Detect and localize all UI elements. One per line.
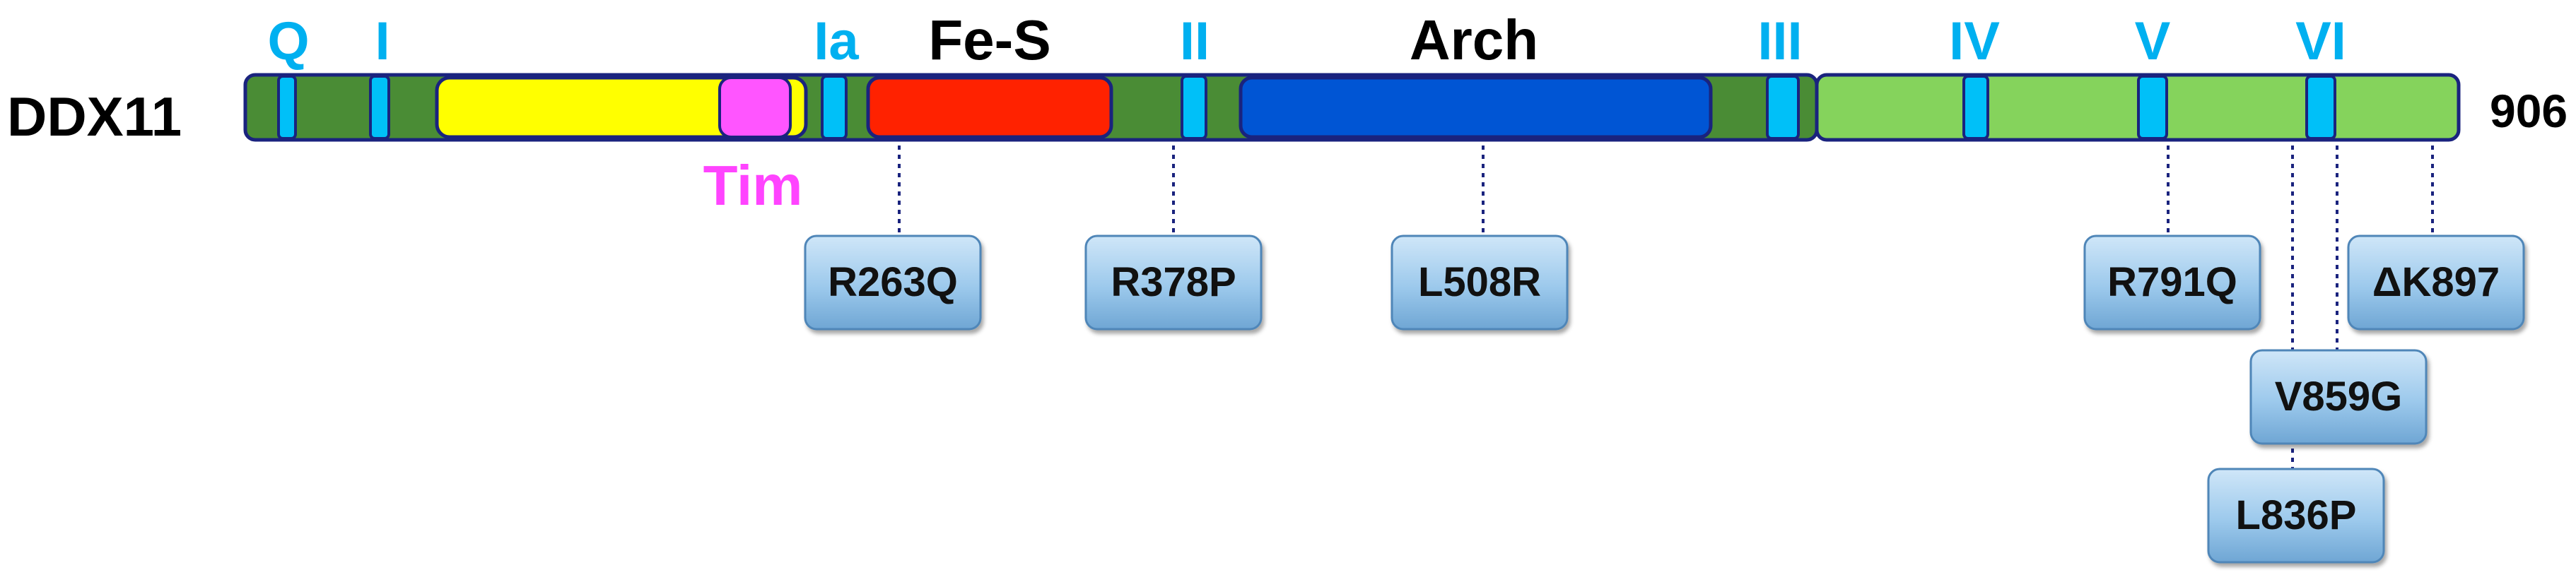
mutation-l508r: L508R [1391, 234, 1569, 331]
motif-ia-box [821, 75, 848, 140]
motif-label-i: I [375, 11, 390, 71]
fe-s-domain-box [866, 76, 1113, 139]
protein-name: DDX11 [7, 85, 182, 148]
tim-domain-box [718, 76, 792, 138]
arch-domain-box [1239, 76, 1713, 139]
mutation-box [804, 234, 982, 331]
mutation-box [1391, 234, 1569, 331]
arch-label: Arch [1410, 8, 1538, 71]
motif-label-q: Q [267, 11, 309, 71]
fe-s-label: Fe-S [928, 8, 1050, 71]
mutation-label: V859G [2275, 374, 2403, 420]
protein-length: 906 [2490, 85, 2568, 137]
mutation-dk897: ΔK897 [2347, 234, 2525, 331]
motif-iii-box [1766, 75, 1800, 140]
motif-label-iii: III [1757, 11, 1802, 71]
mutation-label: R263Q [828, 259, 958, 305]
mutation-v859g: V859G [2249, 349, 2428, 445]
motif-label-ia: Ia [814, 11, 859, 71]
motif-label-v: V [2135, 11, 2171, 71]
motif-q-box [277, 75, 297, 140]
motif-v-box [2137, 75, 2168, 140]
tim-label: Tim [703, 154, 803, 217]
motif-label-ii: II [1180, 11, 1210, 71]
mutation-label: L508R [1418, 259, 1541, 305]
mutation-box [2083, 234, 2261, 331]
mutation-r378p: R378P [1084, 234, 1263, 331]
motif-iv-box [1962, 75, 1989, 140]
mutation-box [2347, 234, 2525, 331]
motif-i-box [369, 75, 390, 140]
mutation-label: R378P [1111, 259, 1236, 305]
mutation-label: R791Q [2107, 259, 2237, 305]
mutation-l836p: L836P [2207, 468, 2385, 564]
mutation-box [1084, 234, 1263, 331]
mutation-box [2207, 468, 2385, 564]
motif-ii-box [1181, 75, 1207, 140]
mutation-r263q: R263Q [804, 234, 982, 331]
tim-insert-region [435, 76, 808, 139]
mutation-r791q: R791Q [2083, 234, 2261, 331]
motif-vi-box [2305, 75, 2336, 140]
motif-label-vi: VI [2295, 11, 2346, 71]
mutation-box [2249, 349, 2428, 445]
mutation-label: ΔK897 [2372, 259, 2500, 305]
mutation-label: L836P [2236, 492, 2357, 538]
motif-label-iv: IV [1949, 11, 2000, 71]
